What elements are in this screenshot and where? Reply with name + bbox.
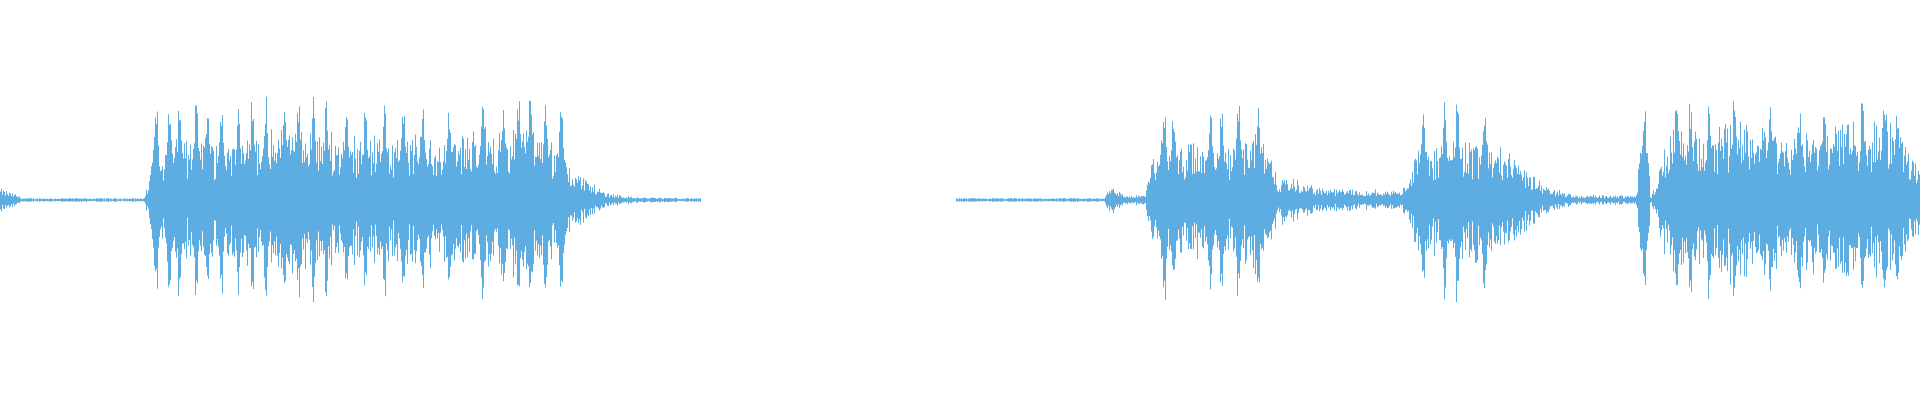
waveform-trace <box>0 96 701 303</box>
waveform-segment-2 <box>956 101 1920 302</box>
waveform-lines <box>0 96 1920 303</box>
waveform-segment-1 <box>0 96 701 303</box>
waveform-trace <box>956 101 1920 302</box>
